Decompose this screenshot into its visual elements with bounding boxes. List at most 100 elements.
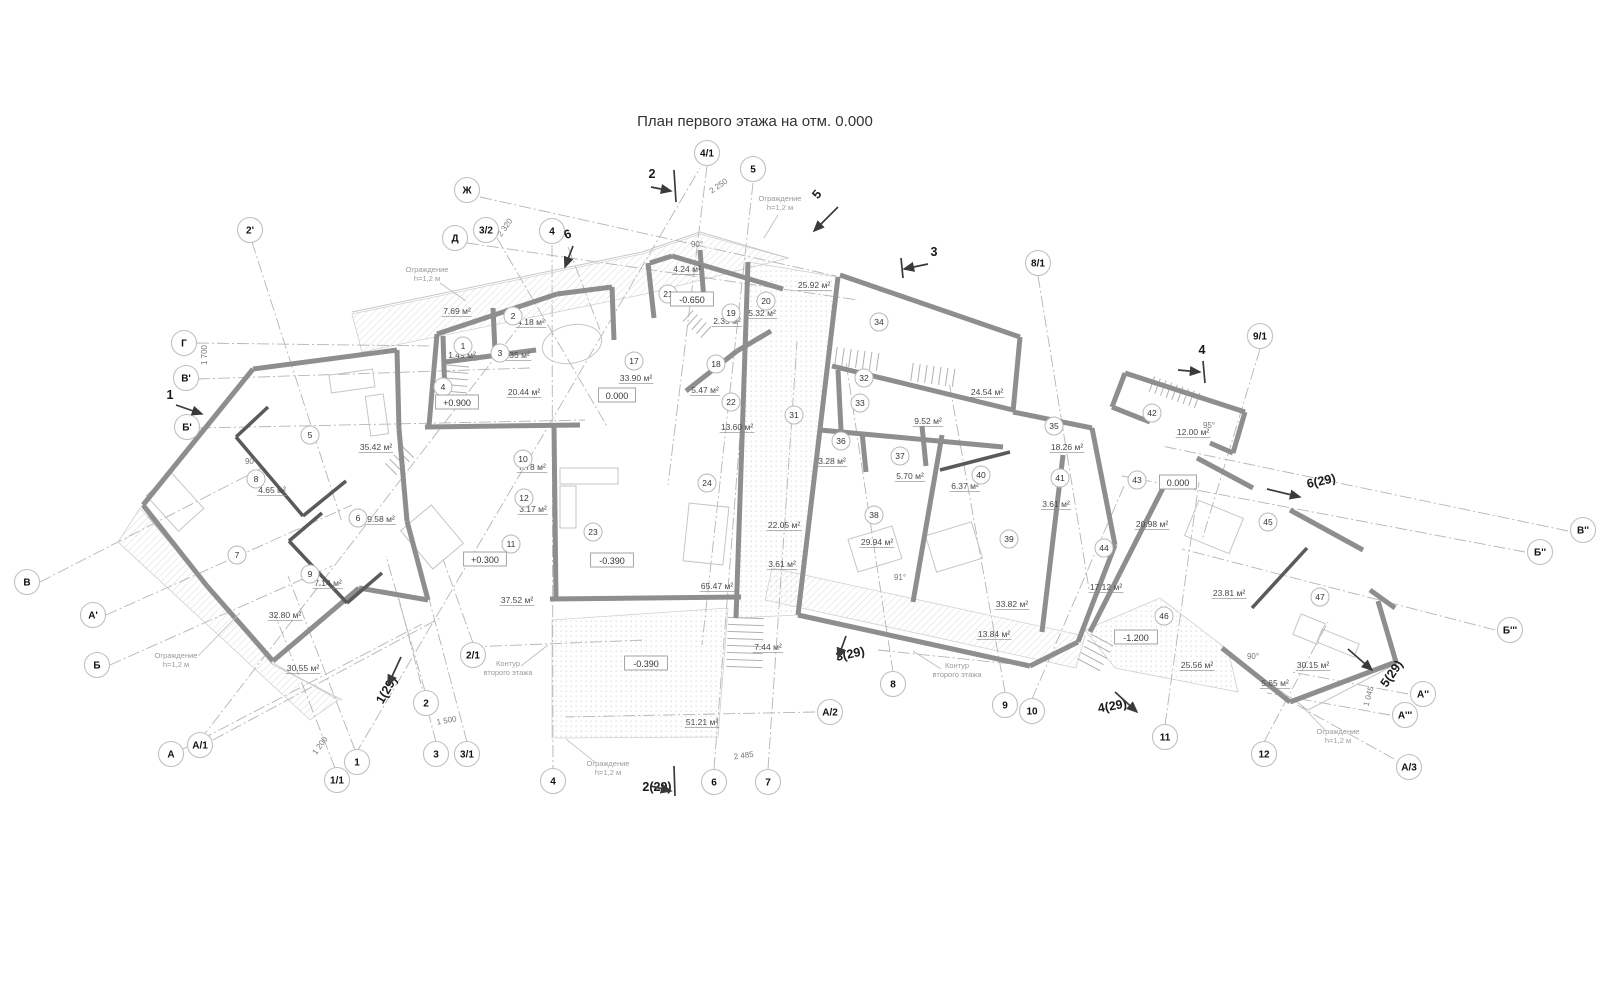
room-number-circle bbox=[697, 473, 717, 493]
stair-step bbox=[446, 364, 470, 368]
wall bbox=[609, 286, 617, 341]
axis-bubble-5: 5 bbox=[750, 165, 756, 176]
room-number-41: 41 bbox=[1055, 473, 1065, 483]
wall bbox=[1230, 411, 1248, 454]
room-area-label: 3.17 м² bbox=[519, 504, 547, 514]
note-text: Ограждение bbox=[1317, 727, 1360, 736]
wall bbox=[733, 261, 751, 619]
room-area-label: 5.47 м² bbox=[691, 385, 719, 395]
grid-line bbox=[428, 598, 468, 743]
axis-bubble-4: 4 bbox=[550, 777, 556, 788]
note-text: h=1,2 м bbox=[595, 768, 621, 777]
room-number-4: 4 bbox=[441, 382, 446, 392]
wall bbox=[396, 428, 410, 522]
section-marker-4: 4 bbox=[1199, 343, 1206, 357]
grid-line bbox=[39, 467, 263, 583]
angle-label: 91° bbox=[894, 573, 906, 582]
stair-step bbox=[687, 314, 698, 326]
wall bbox=[1209, 440, 1234, 456]
room-area-label: 13.84 м² bbox=[978, 629, 1010, 639]
room-number-circle bbox=[890, 446, 910, 466]
room-number-circle bbox=[1127, 470, 1147, 490]
wall bbox=[404, 520, 431, 601]
room-number-39: 39 bbox=[1004, 534, 1014, 544]
room-area-label: 7.78 м² bbox=[518, 462, 546, 472]
wall bbox=[436, 291, 558, 337]
section-arrow bbox=[836, 635, 847, 660]
section-marker-6(29): 6(29) bbox=[1305, 471, 1336, 491]
room-area-label: 22.05 м² bbox=[768, 520, 800, 530]
room-number-11: 11 bbox=[507, 539, 516, 549]
room-number-7: 7 bbox=[235, 550, 240, 560]
axis-bubble-В: В bbox=[23, 578, 30, 589]
furniture-item bbox=[924, 521, 984, 573]
room-number-38: 38 bbox=[869, 510, 879, 520]
axis-bubble-9/1: 9/1 bbox=[1253, 332, 1267, 343]
terrace-dotted bbox=[551, 607, 729, 739]
room-area-label: 30.15 м² bbox=[1297, 660, 1329, 670]
room-area-label: 3.35 м² bbox=[502, 350, 530, 360]
axis-bubble-circle bbox=[459, 641, 487, 669]
axis-bubble-В'': В'' bbox=[1577, 526, 1589, 537]
wall bbox=[1089, 427, 1118, 546]
stair-step bbox=[445, 377, 468, 381]
room-number-circle bbox=[850, 393, 870, 413]
wall bbox=[819, 427, 1004, 450]
note-text: h=1,2 м bbox=[163, 660, 189, 669]
room-number-35: 35 bbox=[1049, 421, 1059, 431]
room-number-circle bbox=[503, 306, 523, 326]
leader-line bbox=[520, 644, 549, 667]
furniture-item bbox=[364, 393, 390, 437]
room-number-37: 37 bbox=[895, 451, 905, 461]
stair-step bbox=[1087, 639, 1111, 653]
stair-step bbox=[727, 630, 764, 634]
wall bbox=[1195, 455, 1255, 491]
angle-label: 90° bbox=[1247, 652, 1259, 661]
section-arrow bbox=[1114, 691, 1139, 714]
room-area-label: 33.90 м² bbox=[620, 373, 652, 383]
note-text: Контур bbox=[945, 661, 969, 670]
grid-line bbox=[565, 711, 816, 718]
fence-line bbox=[699, 231, 789, 259]
wall bbox=[424, 422, 581, 430]
axis-bubble-circle bbox=[170, 329, 198, 357]
wall bbox=[1010, 336, 1023, 413]
furniture-item bbox=[1183, 499, 1245, 555]
stair-step bbox=[924, 364, 928, 383]
level-mark: +0.900 bbox=[443, 398, 471, 408]
room-number-22: 22 bbox=[726, 397, 736, 407]
leader-line bbox=[1298, 702, 1327, 732]
section-marker-1: 1 bbox=[167, 388, 174, 402]
grid-line bbox=[1037, 275, 1090, 590]
angle-label: 95° bbox=[1203, 421, 1215, 430]
stair-step bbox=[951, 368, 956, 387]
room-number-circle bbox=[1142, 403, 1162, 423]
room-area-label: 3.28 м² bbox=[818, 456, 846, 466]
section-marker-4(29): 4(29) bbox=[1097, 697, 1128, 716]
room-number-circle bbox=[831, 431, 851, 451]
furniture-item bbox=[682, 502, 730, 566]
grid-line bbox=[109, 565, 333, 666]
axis-bubble-circle bbox=[1409, 680, 1437, 708]
note-text: Контур bbox=[496, 659, 520, 668]
axis-bubble-circle bbox=[1395, 753, 1423, 781]
axis-bubble-А/1: А/1 bbox=[192, 741, 208, 752]
room-number-2: 2 bbox=[511, 311, 516, 321]
wall bbox=[1368, 587, 1397, 611]
room-number-circle bbox=[348, 508, 368, 528]
axis-bubble-Ж: Ж bbox=[461, 186, 472, 197]
level-mark-box bbox=[590, 552, 634, 568]
stair-step bbox=[910, 363, 914, 381]
level-marks: +0.9000.000+0.300-0.390-0.390-0.6500.000… bbox=[435, 291, 1197, 671]
axis-bubble-circle bbox=[422, 740, 450, 768]
leader-line bbox=[439, 282, 467, 302]
room-number-circle bbox=[784, 405, 804, 425]
grid-line bbox=[479, 196, 837, 277]
leader-lines bbox=[197, 214, 1327, 764]
room-number-17: 17 bbox=[629, 356, 639, 366]
axis-bubble-Б': Б' bbox=[182, 423, 192, 434]
axis-bubble-А': А' bbox=[88, 611, 98, 622]
section-bar bbox=[673, 169, 677, 203]
wall bbox=[1028, 639, 1080, 669]
section-bar bbox=[900, 257, 904, 279]
